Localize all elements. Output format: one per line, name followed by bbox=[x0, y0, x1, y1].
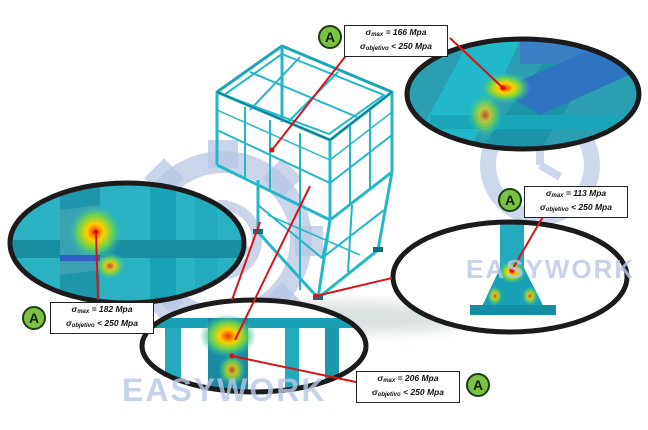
objective-subscript: objetivo bbox=[377, 392, 401, 398]
max-subscript: max bbox=[383, 378, 396, 384]
zoom-detail-top bbox=[404, 36, 642, 152]
stress-objective-row: σobjetivo < 250 Mpa bbox=[528, 202, 624, 216]
sigma-symbol: σ bbox=[66, 318, 72, 328]
stress-max-row: σmax = 206 Mpa bbox=[360, 373, 456, 387]
stress-callout-top: σmax = 166 Mpa σobjetivo < 250 Mpa bbox=[344, 25, 448, 57]
marker-badge-top: A bbox=[318, 25, 342, 49]
objective-value: < 250 Mpa bbox=[391, 41, 432, 51]
stress-callout-left: σmax = 182 Mpa σobjetivo < 250 Mpa bbox=[50, 302, 154, 334]
max-value: = 182 Mpa bbox=[91, 304, 133, 314]
max-subscript: max bbox=[551, 193, 564, 199]
sigma-symbol: σ bbox=[377, 373, 384, 383]
zoom-detail-right bbox=[390, 219, 630, 335]
watermark-brand-right: EASYWORK bbox=[466, 254, 636, 284]
max-value: = 166 Mpa bbox=[385, 27, 427, 37]
objective-value: < 250 Mpa bbox=[97, 318, 138, 328]
max-value: = 206 Mpa bbox=[397, 373, 439, 383]
sigma-symbol: σ bbox=[540, 202, 546, 212]
sigma-symbol: σ bbox=[365, 27, 372, 37]
stress-max-row: σmax = 182 Mpa bbox=[54, 304, 150, 318]
objective-value: < 250 Mpa bbox=[571, 202, 612, 212]
marker-badge-bottom: A bbox=[466, 373, 490, 397]
leader-lines bbox=[95, 37, 549, 383]
stress-max-row: σmax = 113 Mpa bbox=[528, 188, 624, 202]
stress-objective-row: σobjetivo < 250 Mpa bbox=[360, 387, 456, 401]
stress-callout-right: σmax = 113 Mpa σobjetivo < 250 Mpa bbox=[524, 186, 628, 218]
objective-subscript: objetivo bbox=[545, 207, 569, 213]
max-subscript: max bbox=[371, 32, 384, 38]
marker-badge-left: A bbox=[22, 306, 46, 330]
sigma-symbol: σ bbox=[360, 41, 366, 51]
stress-max-row: σmax = 166 Mpa bbox=[348, 27, 444, 41]
objective-value: < 250 Mpa bbox=[403, 387, 444, 397]
watermark-brand-bottom: EASYWORK bbox=[122, 372, 327, 408]
sigma-symbol: σ bbox=[545, 188, 552, 198]
stress-callout-bottom: σmax = 206 Mpa σobjetivo < 250 Mpa bbox=[356, 371, 460, 403]
max-value: = 113 Mpa bbox=[565, 188, 607, 198]
zoom-detail-left bbox=[7, 180, 247, 306]
leader-dots bbox=[93, 85, 515, 359]
sigma-symbol: σ bbox=[71, 304, 78, 314]
marker-badge-right: A bbox=[498, 188, 522, 212]
sigma-symbol: σ bbox=[372, 387, 378, 397]
objective-subscript: objetivo bbox=[71, 323, 95, 329]
objective-subscript: objetivo bbox=[365, 46, 389, 52]
stress-objective-row: σobjetivo < 250 Mpa bbox=[54, 318, 150, 332]
max-subscript: max bbox=[77, 309, 90, 315]
stress-objective-row: σobjetivo < 250 Mpa bbox=[348, 41, 444, 55]
